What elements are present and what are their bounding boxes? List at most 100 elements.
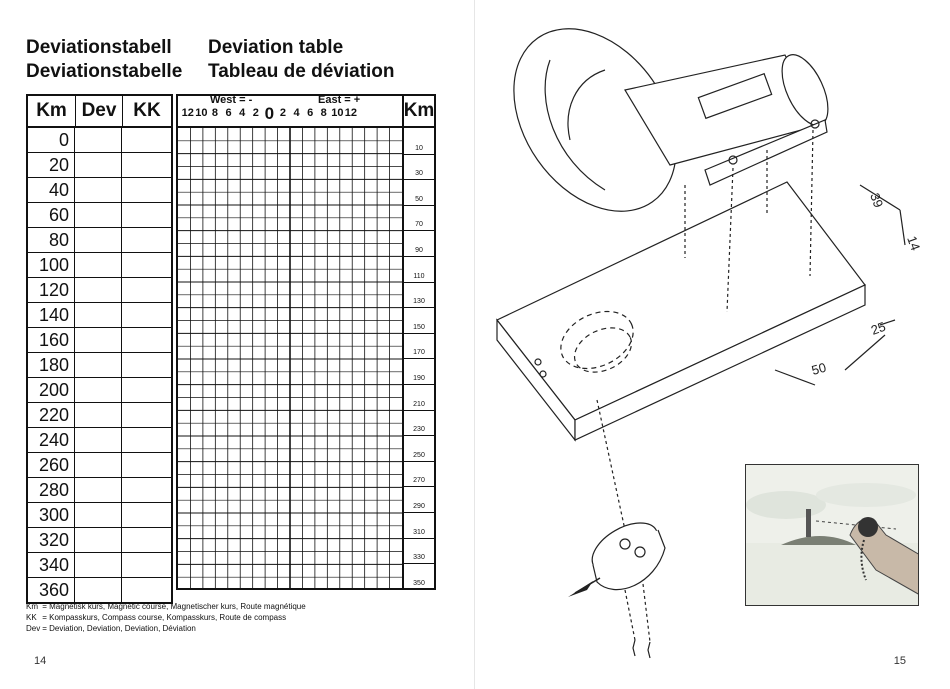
compass-base-side <box>592 529 666 591</box>
grid-km-cell: 190 <box>404 358 434 384</box>
course-kk-cell[interactable] <box>122 528 170 552</box>
projection-line <box>596 399 626 531</box>
legend-text: = Kompasskurs, Compass course, Kompassku… <box>42 613 287 622</box>
grid-km-cell: 350 <box>404 563 434 589</box>
course-row: 320 <box>28 527 171 552</box>
grid-km-cell: 310 <box>404 511 434 538</box>
course-dev-cell[interactable] <box>75 303 122 327</box>
course-kk-cell[interactable] <box>122 553 170 577</box>
course-km-cell: 300 <box>28 503 75 527</box>
course-km-cell: 320 <box>28 528 75 552</box>
course-kk-cell[interactable] <box>122 203 170 227</box>
course-dev-cell[interactable] <box>75 178 122 202</box>
course-dev-cell[interactable] <box>75 378 122 402</box>
dimension-label: 14 <box>904 234 923 253</box>
dimension-label: 25 <box>869 319 888 338</box>
right-page: 39 14 25 50 15 <box>475 0 950 689</box>
course-km-cell: 80 <box>28 228 75 252</box>
course-row: 240 <box>28 427 171 452</box>
course-dev-cell[interactable] <box>75 128 122 152</box>
course-km-cell: 100 <box>28 253 75 277</box>
compass-mounting-illustration: 39 14 25 50 <box>496 28 923 659</box>
legend-item: Dev = Deviation, Deviation, Deviation, D… <box>26 623 306 634</box>
course-dev-cell[interactable] <box>75 503 122 527</box>
legend-text: = Magnetisk kurs, Magnetic course, Magne… <box>42 602 306 611</box>
screw-line <box>624 589 636 641</box>
deviation-grid <box>178 128 402 590</box>
course-dev-cell[interactable] <box>75 403 122 427</box>
course-row: 120 <box>28 277 171 302</box>
dimension-line <box>859 184 901 211</box>
course-kk-cell[interactable] <box>122 228 170 252</box>
course-row: 220 <box>28 402 171 427</box>
course-dev-cell[interactable] <box>75 228 122 252</box>
course-kk-cell[interactable] <box>122 403 170 427</box>
scale-tick: 6 <box>307 107 314 119</box>
legend-item: Km = Magnetisk kurs, Magnetic course, Ma… <box>26 601 306 612</box>
course-kk-cell[interactable] <box>122 503 170 527</box>
grid-km-cell: 170 <box>404 332 434 359</box>
course-dev-cell[interactable] <box>75 328 122 352</box>
course-kk-cell[interactable] <box>122 353 170 377</box>
course-kk-cell[interactable] <box>122 278 170 302</box>
legend: Km = Magnetisk kurs, Magnetic course, Ma… <box>26 601 306 634</box>
dimension-line <box>879 319 896 326</box>
course-row: 340 <box>28 552 171 577</box>
grid-km-cell: 250 <box>404 435 434 461</box>
course-dev-cell[interactable] <box>75 278 122 302</box>
course-kk-cell[interactable] <box>122 253 170 277</box>
grid-km-cell: 30 <box>404 153 434 180</box>
lighthouse-icon <box>806 509 811 537</box>
scale-tick: 0 <box>264 104 275 123</box>
grid-km-cell: 70 <box>404 204 434 231</box>
scale-tick: 2 <box>252 107 259 119</box>
dome-highlight <box>544 59 606 191</box>
course-km-cell: 260 <box>28 453 75 477</box>
course-dev-cell[interactable] <box>75 578 122 602</box>
course-kk-cell[interactable] <box>122 378 170 402</box>
course-dev-cell[interactable] <box>75 553 122 577</box>
grid-km-cell: 130 <box>404 281 434 308</box>
course-dev-cell[interactable] <box>75 453 122 477</box>
header-kk: KK <box>133 100 161 121</box>
screw-line <box>642 583 651 643</box>
scale-tick: 10 <box>331 107 344 119</box>
course-km-cell: 180 <box>28 353 75 377</box>
course-kk-cell[interactable] <box>122 478 170 502</box>
course-kk-cell[interactable] <box>122 153 170 177</box>
course-dev-cell[interactable] <box>75 253 122 277</box>
course-km-cell: 220 <box>28 403 75 427</box>
screw-hole-icon <box>539 370 547 378</box>
course-dev-cell[interactable] <box>75 528 122 552</box>
legend-item: KK = Kompasskurs, Compass course, Kompas… <box>26 612 306 623</box>
legend-text: = Deviation, Deviation, Deviation, Dévia… <box>42 624 196 633</box>
base-recess-outline <box>560 310 634 370</box>
course-kk-cell[interactable] <box>122 328 170 352</box>
course-row: 180 <box>28 352 171 377</box>
course-dev-cell[interactable] <box>75 203 122 227</box>
island-shape <box>781 536 856 545</box>
course-kk-cell[interactable] <box>122 128 170 152</box>
course-dev-cell[interactable] <box>75 428 122 452</box>
course-kk-cell[interactable] <box>122 578 170 602</box>
course-kk-cell[interactable] <box>122 303 170 327</box>
course-dev-cell[interactable] <box>75 478 122 502</box>
page-fold <box>474 0 475 689</box>
grid-km-cell: 290 <box>404 486 434 512</box>
header-km: Km <box>28 96 76 126</box>
dimension-label: 39 <box>867 191 886 210</box>
dome-reflection <box>567 69 606 141</box>
scale-tick: 12 <box>344 107 358 119</box>
page-number-left: 14 <box>34 655 47 667</box>
course-dev-cell[interactable] <box>75 153 122 177</box>
sighting-scene <box>746 465 918 605</box>
base-screw-icon <box>619 538 631 550</box>
course-kk-cell[interactable] <box>122 428 170 452</box>
dimension-line <box>899 209 906 246</box>
course-dev-cell[interactable] <box>75 353 122 377</box>
course-kk-cell[interactable] <box>122 178 170 202</box>
grid-km-cell: 270 <box>404 460 434 487</box>
course-row: 260 <box>28 452 171 477</box>
course-kk-cell[interactable] <box>122 453 170 477</box>
